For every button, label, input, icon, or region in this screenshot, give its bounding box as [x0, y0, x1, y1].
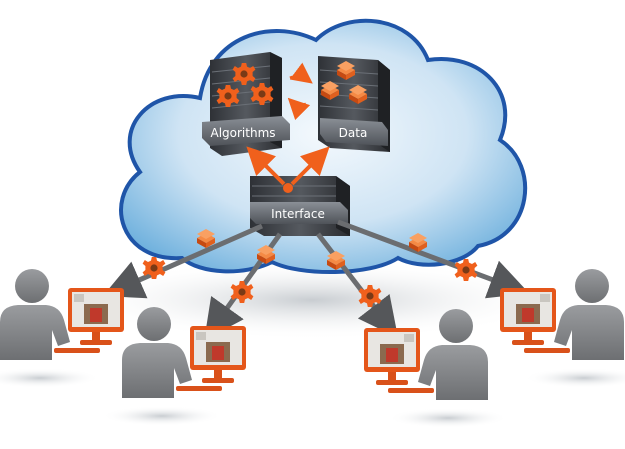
- algorithms-label-bar: Algorithms: [202, 116, 290, 146]
- interface-to-racks-arrows: [246, 146, 330, 193]
- interface-label: Interface: [271, 207, 325, 221]
- data-label-bar: Data: [320, 118, 388, 146]
- data-label: Data: [339, 126, 368, 140]
- algorithms-label: Algorithms: [210, 126, 275, 140]
- ground-shadow: [62, 260, 562, 340]
- sync-arrows-icon: [287, 62, 313, 121]
- server-rack-interface: Interface: [250, 176, 350, 236]
